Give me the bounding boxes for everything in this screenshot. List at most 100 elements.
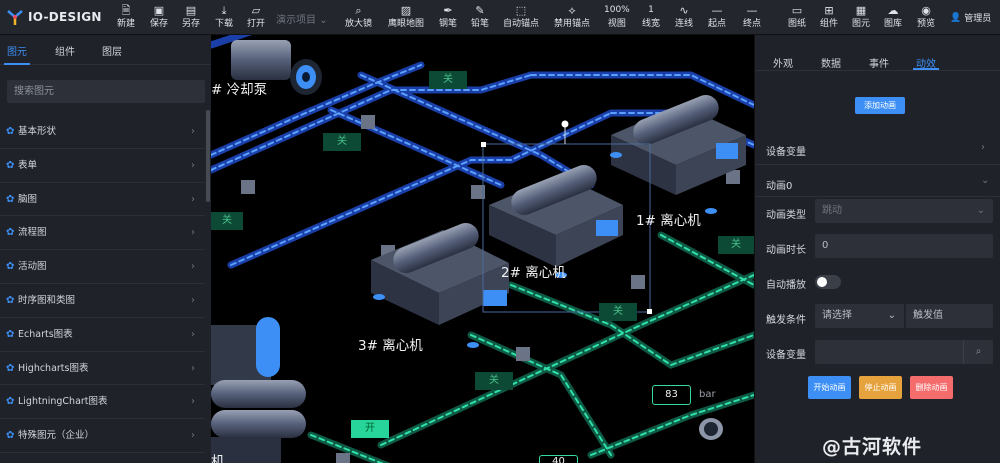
download-button[interactable]: ⤓下载 — [215, 3, 233, 30]
switch-off-2[interactable]: 关 — [323, 133, 361, 151]
animation-type-select[interactable]: 跳动 ⌄ — [815, 199, 993, 223]
tab-layers[interactable]: 图层 — [102, 47, 122, 58]
autoplay-toggle[interactable] — [815, 275, 841, 289]
device-variable-section[interactable]: 设备变量 › — [755, 131, 1000, 165]
cloud-upload-icon: ☁ — [887, 4, 899, 17]
save-button[interactable]: ▣保存 — [150, 3, 168, 30]
gallery-button[interactable]: ☁图库 — [884, 3, 902, 30]
category-special[interactable]: ✿特殊图元（企业）› — [0, 419, 205, 453]
active-tab-indicator — [4, 63, 30, 65]
animation-duration-input[interactable]: 0 — [815, 234, 993, 258]
tab-animation[interactable]: 动效 — [916, 59, 936, 70]
chevron-down-icon: ⌄ — [319, 15, 328, 26]
right-panel: 外观 数据 事件 动效 添加动画 设备变量 › 动画0 ⌄ 动画类型 跳动 ⌄ … — [754, 35, 1000, 463]
auto-anchor-button[interactable]: ⬚自动锚点 — [503, 3, 539, 30]
trigger-condition-select[interactable]: 请选择 ⌄ — [815, 304, 904, 328]
category-lightningchart[interactable]: ✿LightningChart图表› — [0, 385, 205, 420]
line-end-button[interactable]: —终点 — [743, 3, 761, 30]
left-scrollbar[interactable] — [206, 110, 210, 202]
selection-frame[interactable] — [481, 120, 652, 315]
label-centrifuge-1: 1# 离心机 — [636, 213, 701, 229]
device-variable-label: 设备变量 — [766, 350, 806, 361]
category-mindmap[interactable]: ✿脑图› — [0, 183, 205, 217]
blue-pipes — [211, 35, 754, 269]
switch-off-3[interactable]: 关 — [211, 212, 243, 230]
line-start-button[interactable]: —起点 — [708, 3, 726, 30]
switch-off-6[interactable]: 关 — [475, 372, 513, 390]
project-select[interactable]: 演示项目 ⌄ — [276, 11, 328, 26]
search-icon[interactable]: ⌕ — [963, 340, 993, 364]
view-zoom-control[interactable]: 100%视图 — [604, 3, 630, 30]
pressure-gauge — [699, 418, 723, 440]
save-as-label: 另存 — [182, 19, 201, 29]
animation-item-header[interactable]: 动画0 ⌄ — [755, 165, 1000, 197]
tab-data[interactable]: 数据 — [821, 59, 841, 70]
connector-button[interactable]: ∿连线 — [675, 3, 693, 30]
valves — [241, 115, 740, 463]
centrifuge-2 — [489, 165, 623, 278]
category-sequence-class[interactable]: ✿时序图和类图› — [0, 284, 205, 318]
eagle-map-label: 鹰眼地图 — [388, 19, 425, 29]
design-canvas[interactable]: # 冷却泵 1# 离心机 2# 离心机 3# 离心机 机 关 关 关 关 关 关… — [211, 35, 754, 463]
category-form[interactable]: ✿表单› — [0, 149, 205, 183]
category-highcharts[interactable]: ✿Highcharts图表› — [0, 352, 205, 386]
switch-on[interactable]: 开 — [351, 420, 389, 438]
gear-icon: ✿ — [6, 328, 15, 340]
switch-off-4[interactable]: 关 — [718, 236, 754, 254]
category-label: Highcharts图表 — [18, 362, 89, 374]
animation-name: 动画0 — [766, 181, 793, 192]
category-activity[interactable]: ✿活动图› — [0, 250, 205, 284]
element-button[interactable]: ▦图元 — [852, 3, 870, 30]
start-animation-button[interactable]: 开始动画 — [808, 376, 851, 399]
stop-animation-button[interactable]: 停止动画 — [859, 376, 902, 399]
category-flowchart[interactable]: ✿流程图› — [0, 216, 205, 251]
component-button[interactable]: ⊞ 组件 — [820, 3, 838, 30]
switch-off-1[interactable]: 关 — [429, 71, 467, 89]
user-icon: 👤 — [950, 12, 962, 23]
tank-machine — [211, 317, 306, 463]
save-label: 保存 — [150, 19, 169, 29]
drawing-button[interactable]: ▭图纸 — [788, 3, 806, 30]
save-as-icon: ▤ — [185, 4, 197, 17]
tab-elements[interactable]: 图元 — [7, 47, 27, 58]
tab-components[interactable]: 组件 — [55, 47, 75, 58]
user-menu[interactable]: 👤管理员 — [950, 11, 991, 25]
device-variable-input[interactable]: ⌕ — [815, 340, 993, 364]
app-logo: IO-DESIGN — [6, 8, 102, 26]
component-label: 组件 — [820, 19, 839, 29]
tab-appearance[interactable]: 外观 — [773, 59, 793, 70]
trigger-value-input[interactable]: 触发值 — [906, 304, 993, 328]
top-toolbar: IO-DESIGN 🗎新建 ▣保存 ▤ 另存 ⤓下载 ▱打开 演示项目 ⌄ ⌕放大… — [0, 0, 1000, 35]
chevron-right-icon: › — [981, 142, 985, 153]
open-button[interactable]: ▱打开 — [247, 3, 265, 30]
magnifier-label: 放大镜 — [345, 19, 373, 29]
pen-button[interactable]: ✒钢笔 — [439, 3, 457, 30]
preview-button[interactable]: ◉预览 — [917, 3, 935, 30]
line-width-value: 1 — [648, 5, 654, 15]
category-list: ✿基本形状› ✿表单› ✿脑图› ✿流程图› ✿活动图› ✿时序图和类图› ✿E… — [0, 115, 205, 453]
category-label: 特殊图元（企业） — [18, 430, 95, 442]
add-animation-button[interactable]: 添加动画 — [855, 97, 905, 114]
line-width-control[interactable]: 1 线宽 — [642, 3, 660, 30]
category-basic-shapes[interactable]: ✿基本形状› — [0, 115, 205, 149]
save-as-button[interactable]: ▤ 另存 — [182, 3, 200, 30]
magnifier-button[interactable]: ⌕放大镜 — [345, 3, 372, 30]
left-panel: 图元 组件 图层 搜索图元 ✿基本形状› ✿表单› ✿脑图› ✿流程图› ✿活动… — [0, 35, 211, 463]
tab-events[interactable]: 事件 — [869, 59, 889, 70]
category-echarts[interactable]: ✿Echarts图表› — [0, 318, 205, 352]
new-label: 新建 — [117, 19, 136, 29]
switch-off-5[interactable]: 关 — [599, 303, 637, 321]
component-icon: ⊞ — [824, 4, 834, 17]
delete-animation-button[interactable]: 删除动画 — [910, 376, 953, 399]
gear-icon: ✿ — [6, 227, 15, 239]
pressure-readout: 83 — [652, 385, 691, 405]
pencil-button[interactable]: ✎铅笔 — [471, 3, 489, 30]
element-search-input[interactable]: 搜索图元 — [7, 80, 205, 103]
disable-anchor-button[interactable]: ⟡禁用锚点 — [554, 3, 590, 30]
line-width-label: 线宽 — [642, 19, 661, 29]
new-button[interactable]: 🗎新建 — [117, 3, 135, 30]
disable-anchor-icon: ⟡ — [568, 4, 576, 17]
category-label: LightningChart图表 — [18, 396, 108, 408]
eagle-map-button[interactable]: ▨鹰眼地图 — [388, 3, 424, 30]
active-tab-indicator — [913, 68, 939, 70]
